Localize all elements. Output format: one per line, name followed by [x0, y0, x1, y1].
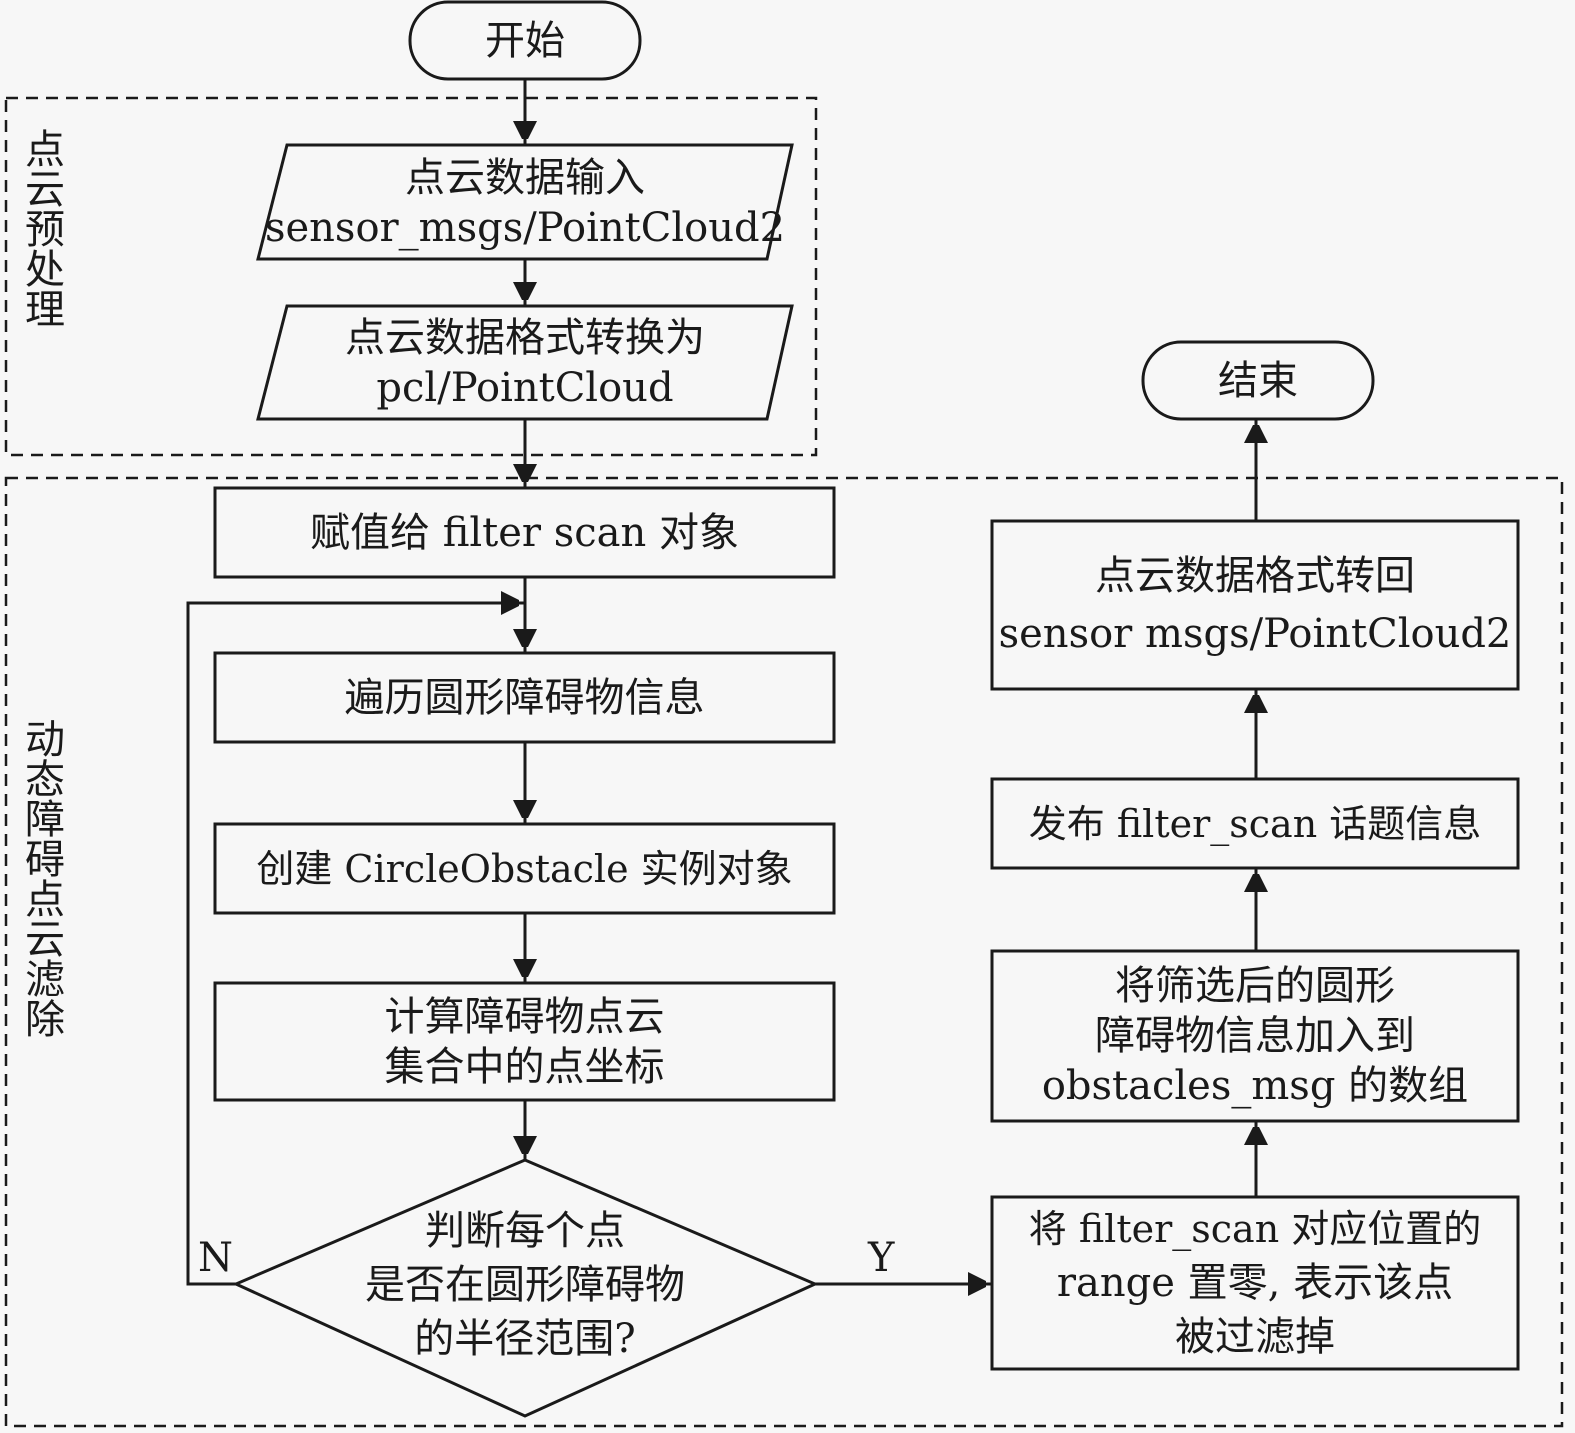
convert-line-1: 点云数据格式转换为 — [345, 314, 705, 361]
edge-label-no: N — [198, 1235, 233, 1281]
traverse-node: 遍历圆形障碍物信息 — [215, 653, 834, 742]
compute-line-1: 计算障碍物点云 — [384, 993, 665, 1040]
edge-decision-no-loop — [186, 603, 525, 1286]
decision-line-2: 是否在圆形障碍物 — [365, 1262, 685, 1308]
add-array-node: 将筛选后的圆形 障碍物信息加入到 obstacles_msg 的数组 — [992, 951, 1518, 1121]
compute-node: 计算障碍物点云 集合中的点坐标 — [215, 983, 834, 1100]
group-dynamic-filter-border — [4, 476, 1564, 1428]
publish-label: 发布 filter_scan 话题信息 — [1028, 801, 1482, 846]
zero-range-line-1: 将 filter_scan 对应位置的 — [1028, 1207, 1482, 1251]
end-node: 结束 — [1143, 342, 1373, 419]
publish-node: 发布 filter_scan 话题信息 — [992, 779, 1518, 868]
add-array-line-3: obstacles_msg 的数组 — [1041, 1063, 1469, 1109]
compute-line-2: 集合中的点坐标 — [384, 1043, 665, 1090]
zero-range-line-3: 被过滤掉 — [1175, 1314, 1335, 1360]
convert-line-2: pcl/PointCloud — [376, 364, 674, 411]
start-label: 开始 — [485, 17, 565, 64]
convert-node-shape — [256, 304, 794, 421]
convert-node: 点云数据格式转换为 pcl/PointCloud — [262, 310, 788, 415]
end-label: 结束 — [1218, 357, 1298, 404]
decision-node-shape — [232, 1158, 819, 1418]
start-node: 开始 — [410, 2, 640, 79]
create-label: 创建 CircleObstacle 实例对象 — [256, 846, 793, 891]
decision-node: 判断每个点 是否在圆形障碍物 的半径范围? — [300, 1200, 750, 1370]
edge-label-yes: Y — [868, 1235, 895, 1281]
end-node-shape — [1141, 340, 1375, 421]
group-preprocess-border — [4, 96, 818, 457]
group-label-dynamic-filter: 动态障碍点云滤除 — [18, 718, 64, 1038]
add-array-line-1: 将筛选后的圆形 — [1115, 963, 1395, 1009]
add-array-line-2: 障碍物信息加入到 — [1095, 1013, 1415, 1059]
convert-back-line-2: sensor msgs/PointCloud2 — [998, 611, 1512, 657]
zero-range-node: 将 filter_scan 对应位置的 range 置零, 表示该点 被过滤掉 — [992, 1197, 1518, 1369]
input-node: 点云数据输入 sensor_msgs/PointCloud2 — [262, 150, 788, 255]
convert-back-line-1: 点云数据格式转回 — [1095, 553, 1415, 599]
traverse-label: 遍历圆形障碍物信息 — [344, 674, 705, 721]
decision-line-1: 判断每个点 — [425, 1208, 625, 1254]
assign-node: 赋值给 filter scan 对象 — [215, 488, 834, 577]
assign-label: 赋值给 filter scan 对象 — [309, 509, 740, 556]
create-node: 创建 CircleObstacle 实例对象 — [215, 824, 834, 913]
input-line-2: sensor_msgs/PointCloud2 — [264, 204, 786, 251]
decision-line-3: 的半径范围? — [414, 1316, 636, 1362]
input-line-1: 点云数据输入 — [405, 154, 645, 201]
convert-back-node: 点云数据格式转回 sensor msgs/PointCloud2 — [992, 521, 1518, 689]
input-node-shape — [256, 143, 794, 261]
group-label-preprocess: 点云预处理 — [18, 128, 64, 328]
zero-range-line-2: range 置零, 表示该点 — [1056, 1260, 1454, 1306]
